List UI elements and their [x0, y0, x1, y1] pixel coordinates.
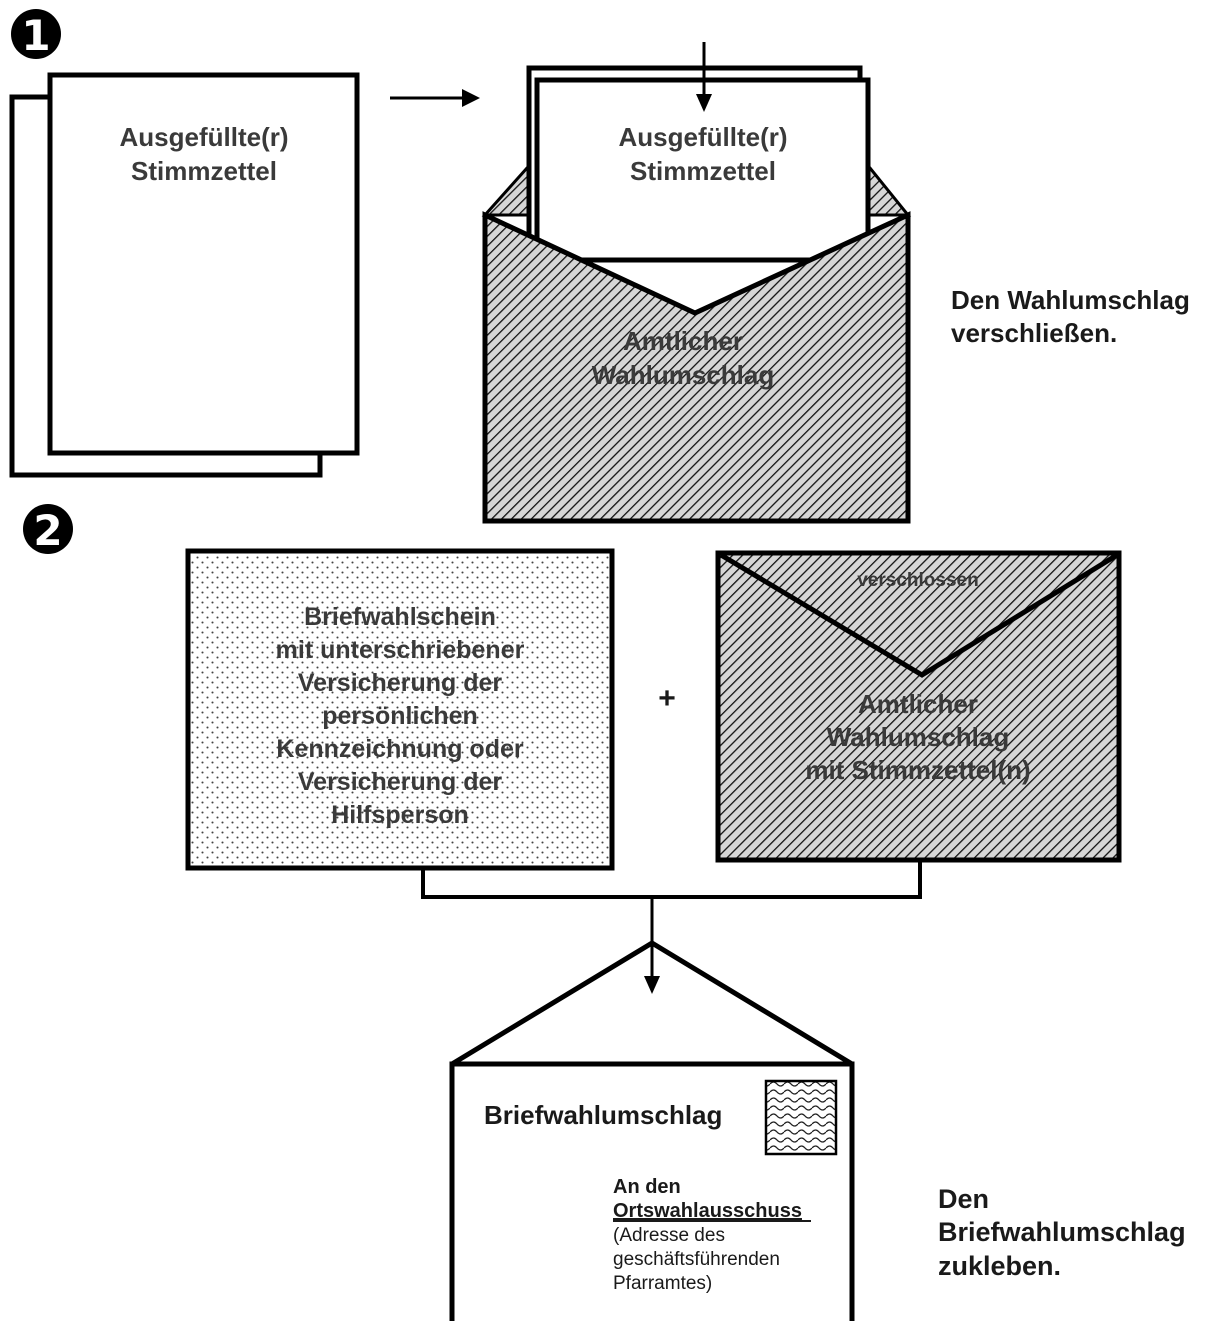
official-envelope-open: Ausgefüllte(r) Stimmzettel Amtlicher Wah…: [481, 65, 912, 524]
ballot-stack: Ausgefüllte(r) Stimmzettel: [9, 72, 360, 478]
official-envelope-label-line1: Amtlicher: [623, 326, 743, 356]
instruction-step1-line2: verschließen.: [951, 318, 1117, 348]
official-envelope-sealed: verschlossen Amtlicher Wahlumschlag mit …: [715, 550, 1122, 863]
sealed-envelope-line: Wahlumschlag: [827, 722, 1010, 752]
step-2: 2 Briefwahlschein mit unterschriebener V…: [23, 504, 1122, 994]
official-envelope-label-line2: Wahlumschlag: [592, 360, 775, 390]
stamp-icon: [764, 1079, 838, 1156]
ballot-label-line2: Stimmzettel: [131, 156, 277, 186]
instruction-step3-line3: zukleben.: [938, 1251, 1061, 1281]
instruction-step3-line2: Briefwahlumschlag: [938, 1217, 1186, 1247]
ballot-label-line1: Ausgefüllte(r): [120, 122, 289, 152]
certificate-line: Kennzeichnung oder: [276, 735, 524, 763]
instruction-step3-line1: Den: [938, 1184, 989, 1214]
mail-envelope-title: Briefwahlumschlag: [484, 1100, 722, 1130]
certificate-line: persönlichen: [322, 702, 478, 730]
address-line1: An den: [613, 1176, 681, 1198]
step-3: Briefwahlumschlag An den Ortswahlausschu…: [449, 940, 1186, 1321]
step-1-number: 1: [21, 11, 50, 60]
arrow-right-icon: [390, 89, 480, 107]
address-line3: (Adresse des: [613, 1225, 725, 1246]
certificate-line: Hilfsperson: [331, 801, 469, 829]
inserted-ballot-label-line2: Stimmzettel: [630, 156, 776, 186]
address-line4: geschäftsführenden: [613, 1249, 780, 1270]
connector-bracket: [421, 860, 922, 994]
address-line2: Ortswahlausschuss: [613, 1200, 802, 1222]
arrow-down-icon: [644, 976, 660, 994]
step-1-badge: [11, 9, 61, 59]
step-1: 1 Ausgefüllte(r) Stimmzettel Ausgefüllte…: [9, 9, 1190, 524]
plus-sign: +: [658, 682, 676, 715]
mail-voting-envelope: Briefwahlumschlag An den Ortswahlausschu…: [449, 940, 855, 1321]
sealed-envelope-line: mit Stimmzettel(n): [805, 755, 1030, 785]
instruction-step1-line1: Den Wahlumschlag: [951, 285, 1190, 315]
inserted-ballot-label-line1: Ausgefüllte(r): [619, 122, 788, 152]
sealed-envelope-line: Amtlicher: [858, 689, 978, 719]
step-2-badge: [23, 504, 73, 554]
certificate-line: mit unterschriebener: [276, 636, 525, 664]
certificate-line: Versicherung der: [298, 768, 503, 796]
step-2-number: 2: [33, 506, 62, 555]
certificate-line: Versicherung der: [298, 669, 503, 697]
certificate-line: Briefwahlschein: [304, 603, 496, 631]
address-line5: Pfarramtes): [613, 1273, 712, 1294]
arrow-down-icon: [696, 42, 712, 112]
voting-certificate: Briefwahlschein mit unterschriebener Ver…: [185, 548, 615, 871]
sealed-label: verschlossen: [857, 570, 978, 591]
